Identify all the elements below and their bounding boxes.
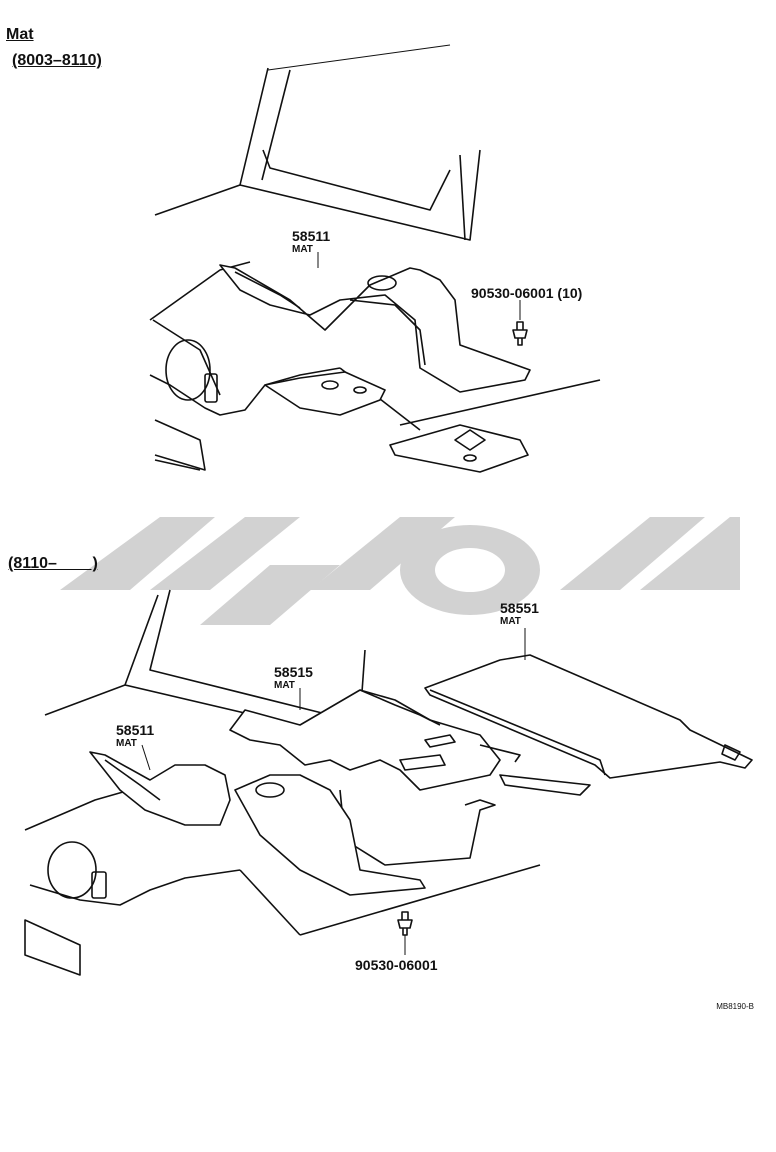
- part-desc: MAT: [116, 738, 137, 749]
- part-desc: MAT: [500, 616, 521, 627]
- part-number: 58511: [292, 228, 331, 244]
- callout-58515: 58515 MAT: [274, 664, 313, 692]
- watermark-logo: [60, 517, 740, 625]
- part-desc: MAT: [274, 680, 295, 691]
- part-number: 58511: [116, 722, 155, 738]
- callout-90530-bottom: 90530-06001: [355, 958, 438, 973]
- callout-58511-bottom: 58511 MAT: [116, 722, 155, 750]
- model-range-top: (8003–8110): [12, 52, 102, 69]
- callout-58511-top: 58511 MAT: [292, 228, 331, 256]
- part-number: 58515: [274, 664, 313, 680]
- callout-58551: 58551 MAT: [500, 600, 539, 628]
- callout-90530-top: 90530-06001 (10): [471, 286, 582, 301]
- model-range-bottom: (8110– ): [8, 555, 98, 572]
- part-number: 90530-06001 (10): [471, 285, 583, 301]
- part-number: 90530-06001: [355, 957, 438, 973]
- page-title: Mat: [6, 26, 34, 43]
- part-desc: MAT: [292, 244, 313, 255]
- part-number: 58551: [500, 600, 539, 616]
- figure-reference: MB8190-B: [716, 1002, 754, 1011]
